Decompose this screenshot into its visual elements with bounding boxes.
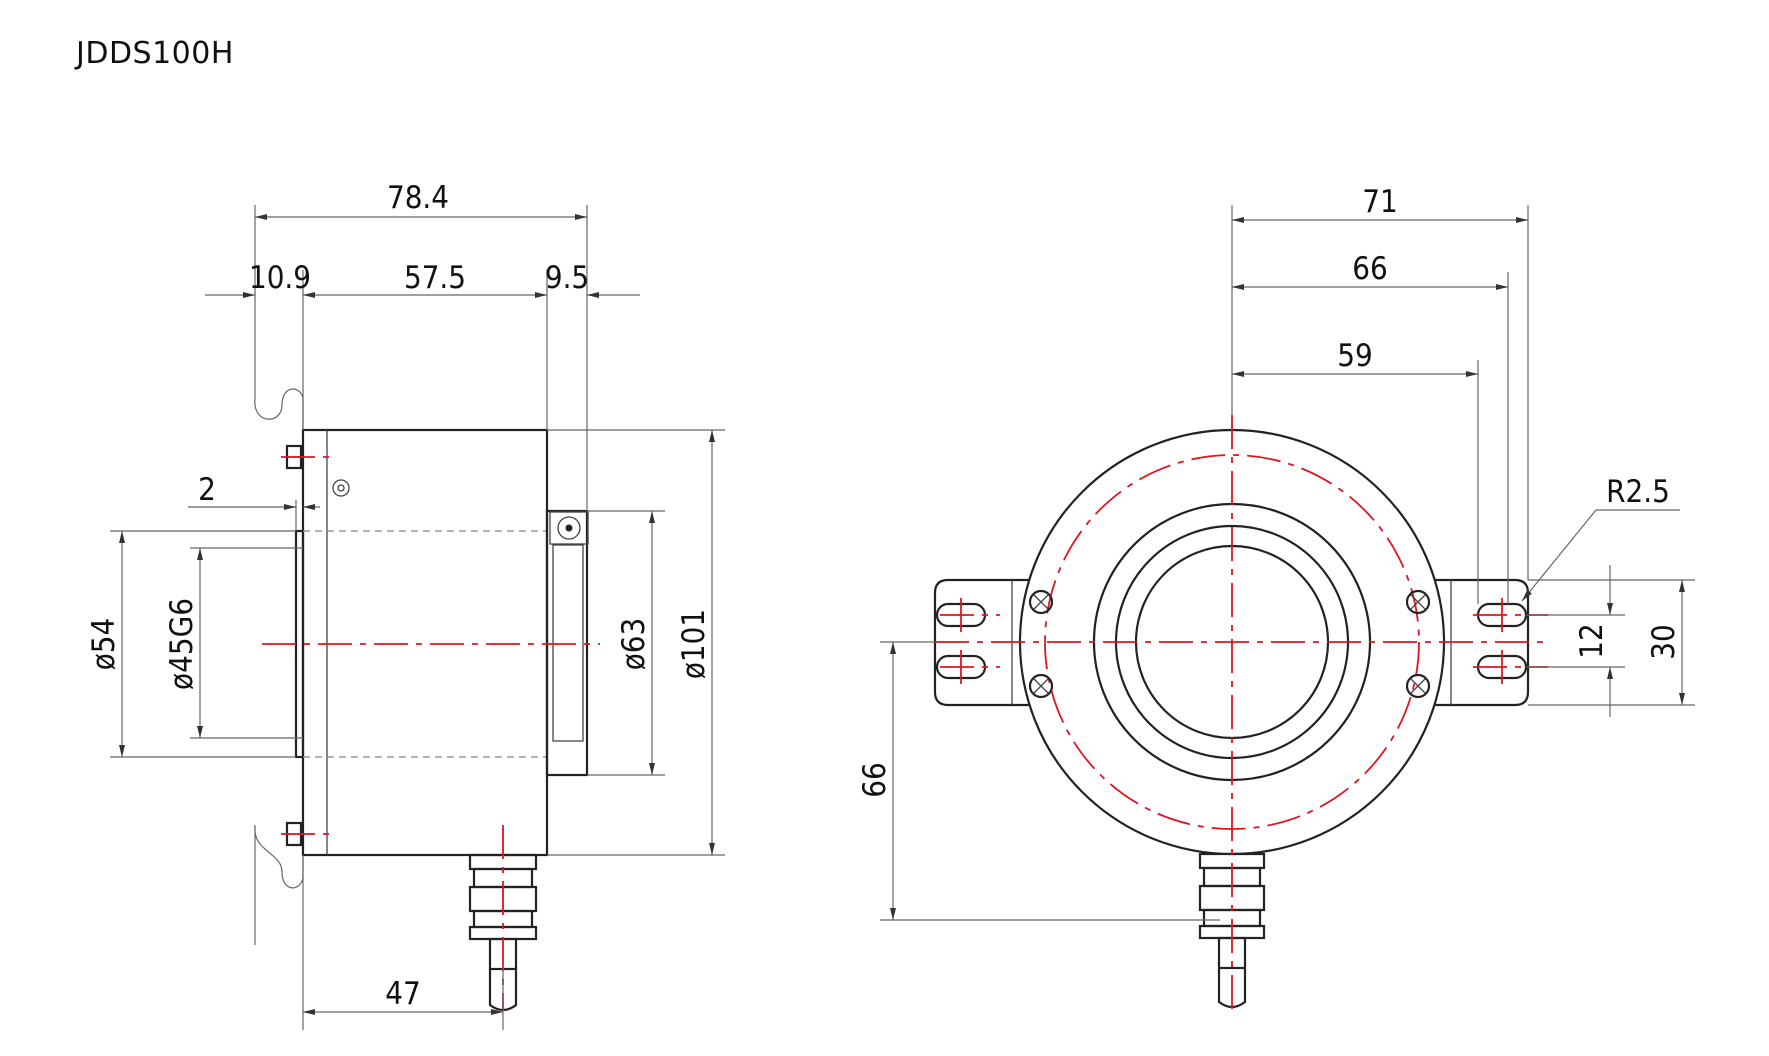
front-view: 71 66 59 R2.5 12 30 66 [857,184,1695,1010]
dim-bracket-outer: 71 [1362,184,1397,220]
dim-body-length: 57.5 [404,260,466,296]
dim-center-height: 66 [857,762,893,797]
dim-step: 2 [198,472,216,508]
dim-rear-collar: 9.5 [545,260,589,296]
dim-diameter-54: ø54 [86,618,122,671]
dim-slot-radius: R2.5 [1606,474,1670,510]
dim-overall-length: 78.4 [387,180,449,216]
dim-cable-offset: 47 [385,976,420,1012]
screw-top-left [1028,589,1054,615]
dim-slot-outer: 66 [1352,251,1387,287]
screw-bottom-right [1405,673,1431,699]
dim-flange-depth: 10.9 [249,260,311,296]
screw-bottom-left [1028,673,1054,699]
screw-top-right [1405,589,1431,615]
dim-body-diameter: ø101 [676,609,712,679]
dim-slot-pitch: 12 [1574,623,1610,658]
dim-slot-inner: 59 [1337,338,1372,374]
dim-bore-fit: ø45G6 [164,598,200,690]
side-view: 78.4 10.9 57.5 9.5 2 ø54 ø45G6 ø63 ø101 … [86,180,725,1030]
dim-collar-diameter: ø63 [616,618,652,671]
drawing-title: JDDS100H [76,36,234,71]
dim-bracket-height: 30 [1646,624,1682,659]
